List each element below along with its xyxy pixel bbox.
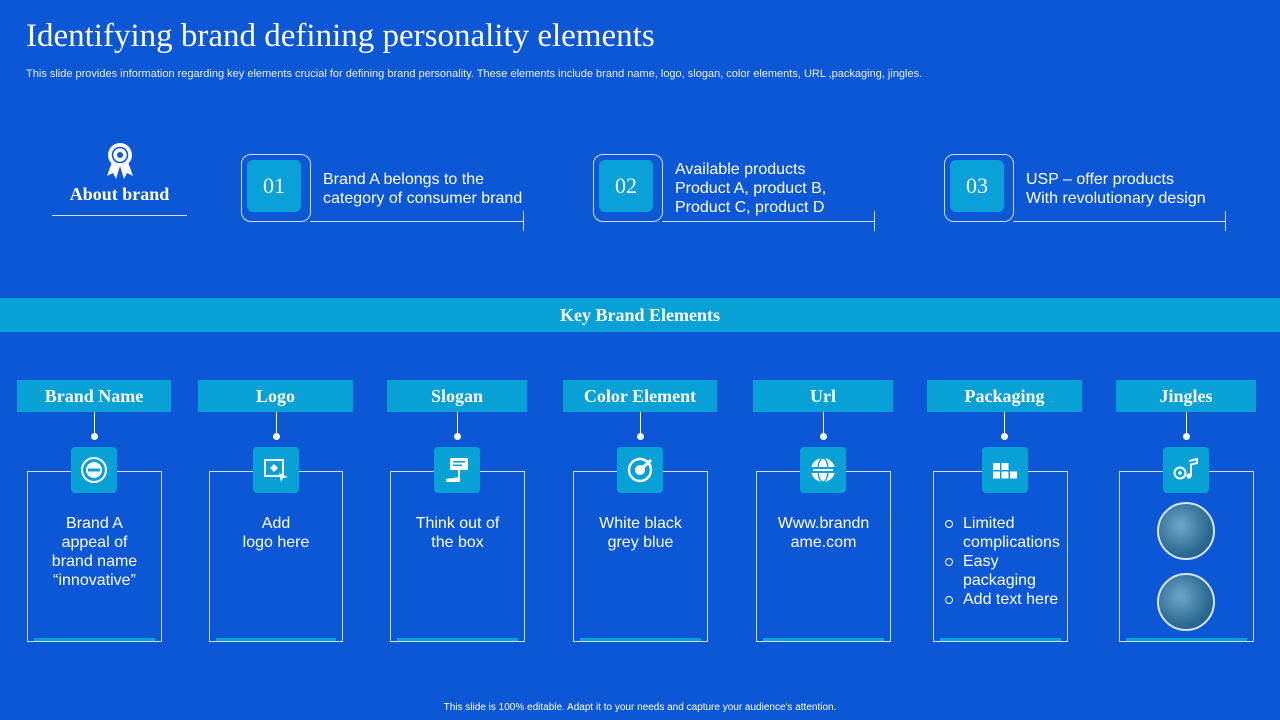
divider-line [310,221,524,222]
connector-line [94,412,95,436]
connector-dot [91,433,98,440]
item-text-line: category of consumer brand [323,190,523,207]
element-text-line: White black [599,515,682,532]
element-header: Jingles [1116,380,1256,412]
music-note-icon [1173,457,1198,480]
item-number: 02 [599,160,653,212]
footer-note: This slide is 100% editable. Adapt it to… [443,702,837,713]
item-text-line: Product C, product D [675,199,825,216]
connector-line [823,412,824,436]
bullet-item: Limited complications [943,514,1063,552]
key-brand-elements-band: Key Brand Elements [0,298,1280,332]
signboard-icon [446,458,468,482]
item-number: 03 [950,160,1004,212]
element-text-line: appeal of [61,534,128,551]
element-icon-box [253,447,299,493]
element-text: Think out of the box [390,514,525,552]
element-text-line: logo here [242,534,310,551]
item-text-line: Product A, product B, [675,180,827,197]
boxes-icon [993,463,1017,479]
element-icon-box [617,447,663,493]
bullet-item: Add text here [943,590,1073,609]
element-header: Url [753,380,893,412]
element-card [756,471,891,642]
element-card [390,471,525,642]
element-header: Logo [198,380,353,412]
divider-tick [1225,211,1226,231]
item-text-line: Brand A belongs to the [323,171,485,188]
element-icon-box [1163,447,1209,493]
connector-line [640,412,641,436]
logo-design-icon [264,459,288,482]
number-box [241,154,311,222]
element-bullets: Limited complications Easy packaging Add… [943,514,1073,609]
element-text-line: ame.com [790,534,857,551]
brand-badge-icon [81,457,107,483]
element-header: Brand Name [17,380,171,412]
element-text-line: the box [431,534,484,551]
globe-www-icon [811,457,835,483]
connector-dot [820,433,827,440]
element-header: Packaging [927,380,1082,412]
element-text: Www.brandn ame.com [756,514,891,552]
about-brand-label: About brand [52,184,187,216]
item-text-line: Available products [675,161,806,178]
element-text-line: brand name [51,553,138,570]
element-text-line: Brand A [66,515,123,532]
element-header: Color Element [563,380,717,412]
divider-line [662,221,875,222]
item-text: USP – offer products With revolutionary … [1026,170,1206,208]
connector-dot [273,433,280,440]
info-item-01: 01 Brand A belongs to the category of co… [241,154,525,231]
item-text: Brand A belongs to the category of consu… [323,170,522,208]
element-text-line: Www.brandn [777,515,870,532]
divider-line [1013,221,1226,222]
info-item-02: 02 Available products Product A, product… [593,154,877,231]
element-text-line: Think out of [415,515,500,532]
element-card [209,471,343,642]
about-brand: About brand [52,140,187,216]
connector-line [457,412,458,436]
number-box [944,154,1014,222]
element-text: White black grey blue [573,514,708,552]
element-icon-box [434,447,480,493]
divider-tick [874,211,875,231]
jingle-photo-1 [1157,502,1215,560]
bullet-item: Easy packaging [943,552,1053,590]
element-icon-box [800,447,846,493]
jingle-photo-2 [1157,573,1215,631]
divider-tick [523,211,524,231]
element-icon-box [71,447,117,493]
page-title: Identifying brand defining personality e… [26,18,655,54]
connector-line [276,412,277,436]
item-text-line: USP – offer products [1026,171,1174,188]
connector-dot [1001,433,1008,440]
element-text-line: grey blue [607,534,674,551]
number-box [593,154,663,222]
item-text-line: With revolutionary design [1026,190,1206,207]
element-header: Slogan [387,380,527,412]
info-item-03: 03 USP – offer products With revolutiona… [944,154,1228,231]
element-text-line: Add [261,515,291,532]
connector-dot [637,433,644,440]
ribbon-badge-icon [106,143,133,179]
item-number: 01 [247,160,301,212]
element-icon-box [982,447,1028,493]
connector-dot [1183,433,1190,440]
element-card [573,471,708,642]
connector-line [1004,412,1005,436]
color-palette-icon [627,457,653,483]
connector-line [1186,412,1187,436]
element-text: Add logo here [209,514,343,552]
item-text: Available products Product A, product B,… [675,160,826,217]
element-text: Brand A appeal of brand name “innovative… [27,514,162,590]
page-subtitle: This slide provides information regardin… [26,68,923,80]
connector-dot [454,433,461,440]
element-text-line: “innovative” [53,572,136,589]
